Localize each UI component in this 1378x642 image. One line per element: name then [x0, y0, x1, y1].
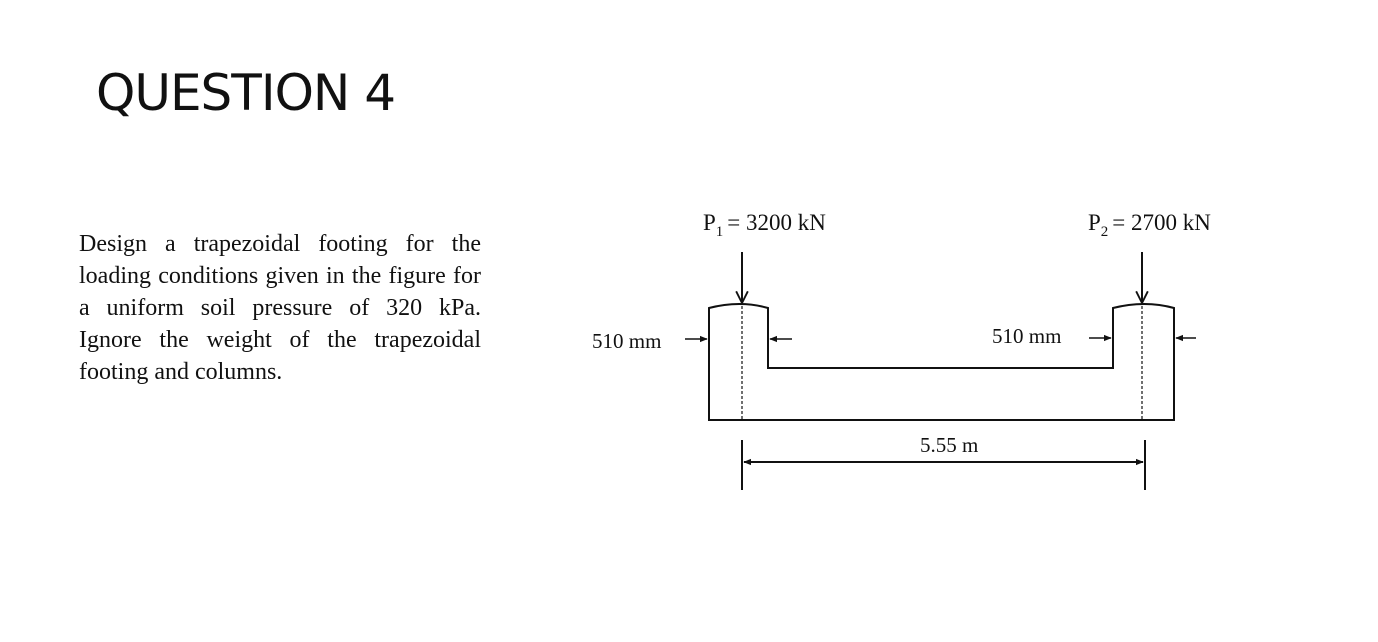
column-2-width-label: 510 mm: [992, 324, 1061, 348]
span-label: 5.55 m: [920, 433, 978, 457]
question-text: Design a trapezoidal footing for the loa…: [79, 231, 481, 385]
slide-title: QUESTION 4: [96, 64, 396, 122]
load-1-symbol: P: [703, 210, 716, 235]
load-2-subscript: 2: [1101, 224, 1109, 240]
footing-outline: [708, 303, 1175, 421]
load-1-value: = 3200 kN: [727, 210, 826, 235]
load-1-subscript: 1: [716, 224, 724, 240]
load-2-label: P2= 2700 kN: [1088, 210, 1211, 240]
load-1-label: P1= 3200 kN: [703, 210, 826, 240]
load-2-value: = 2700 kN: [1112, 210, 1211, 235]
column-1-width-label: 510 mm: [592, 329, 661, 353]
load-2-symbol: P: [1088, 210, 1101, 235]
